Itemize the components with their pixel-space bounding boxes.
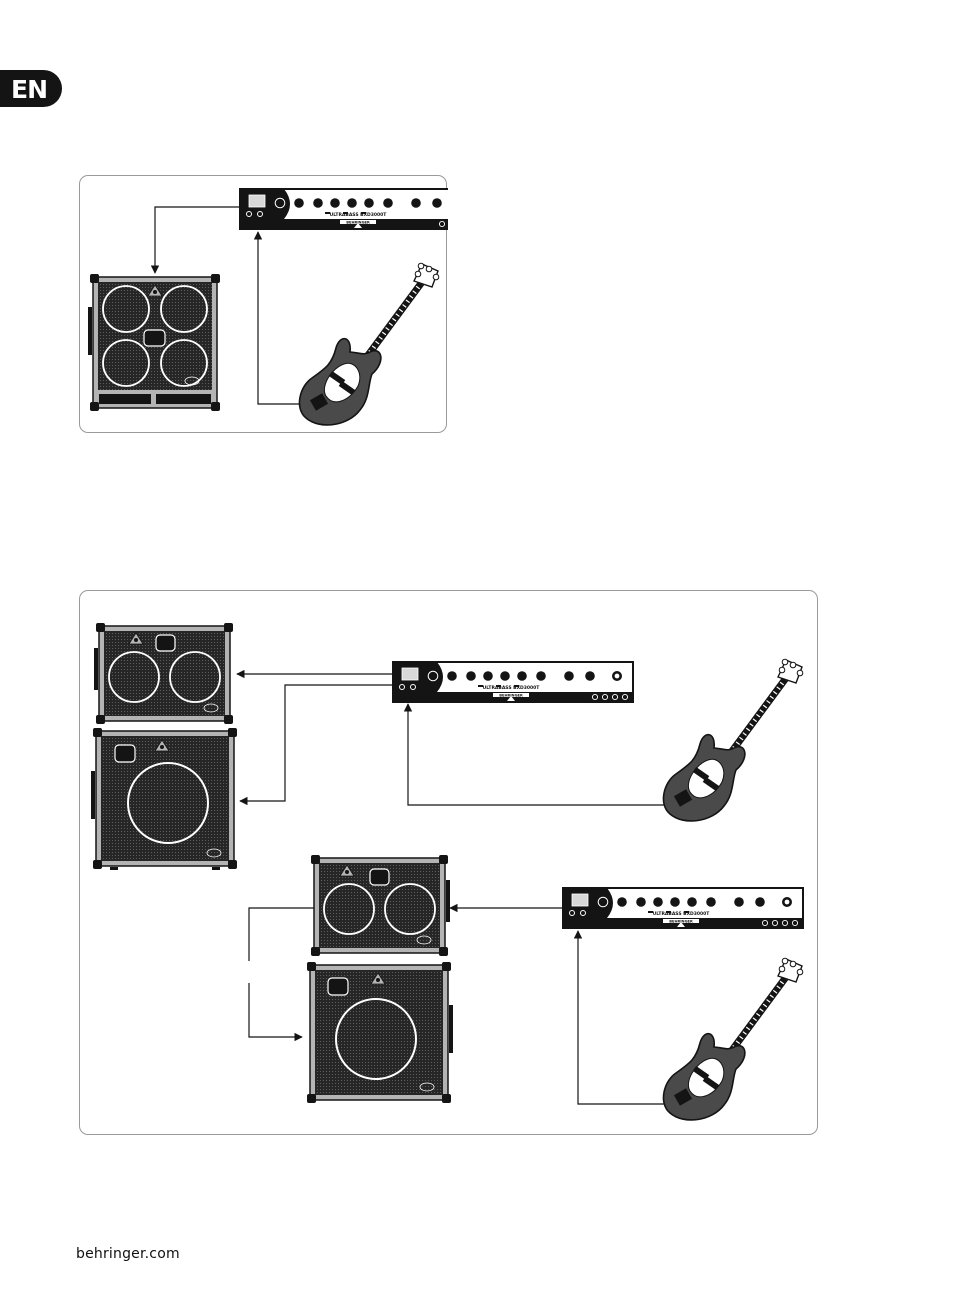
amp-brand-label: BEHRINGER <box>669 919 693 923</box>
amp-brand-label: BEHRINGER <box>499 693 523 697</box>
amp-model-label: ULTRABASS BXD3000T <box>483 685 541 691</box>
amp-model-label: ULTRABASS BXD3000T <box>653 911 711 917</box>
bass-guitar-icon <box>299 263 438 425</box>
instrument-cable <box>258 232 312 404</box>
speaker-cabinet-2x10-icon <box>94 623 233 724</box>
speaker-cabinet-1x15-icon <box>91 728 237 870</box>
speaker-cabinet-2x10-icon <box>311 855 450 956</box>
footer-url[interactable]: behringer.com <box>76 1246 180 1262</box>
speaker-cable <box>240 685 393 801</box>
amplifier-head-icon: ULTRABASS BXD3000T BEHRINGER <box>393 662 633 702</box>
instrument-cable <box>408 704 665 805</box>
bass-guitar-icon <box>663 659 802 821</box>
speaker-cabinet-1x15-icon <box>307 962 453 1103</box>
figure-dual-cabinet-setups: ULTRABASS BXD3000T BEHRINGER <box>79 590 818 1135</box>
link-cable <box>249 983 302 1037</box>
amp-model-label: ULTRABASS BXD3000T <box>330 212 388 218</box>
speaker-cable <box>155 207 243 273</box>
language-tab-label: EN <box>11 75 47 104</box>
language-tab[interactable]: EN <box>0 70 62 107</box>
speaker-cabinet-4x10-icon <box>88 274 220 411</box>
amplifier-head-icon: ULTRABASS BXD3000T BEHRINGER <box>563 888 803 928</box>
bass-guitar-icon <box>663 958 802 1120</box>
amplifier-head-icon: ULTRABASS BXD3000T BEHRINGER <box>240 189 448 229</box>
instrument-cable <box>578 931 665 1104</box>
link-cable <box>249 908 314 961</box>
amp-brand-label: BEHRINGER <box>346 220 370 224</box>
figure-single-cabinet-setup: ULTRABASS BXD3000T BEHRINGER <box>79 175 447 433</box>
